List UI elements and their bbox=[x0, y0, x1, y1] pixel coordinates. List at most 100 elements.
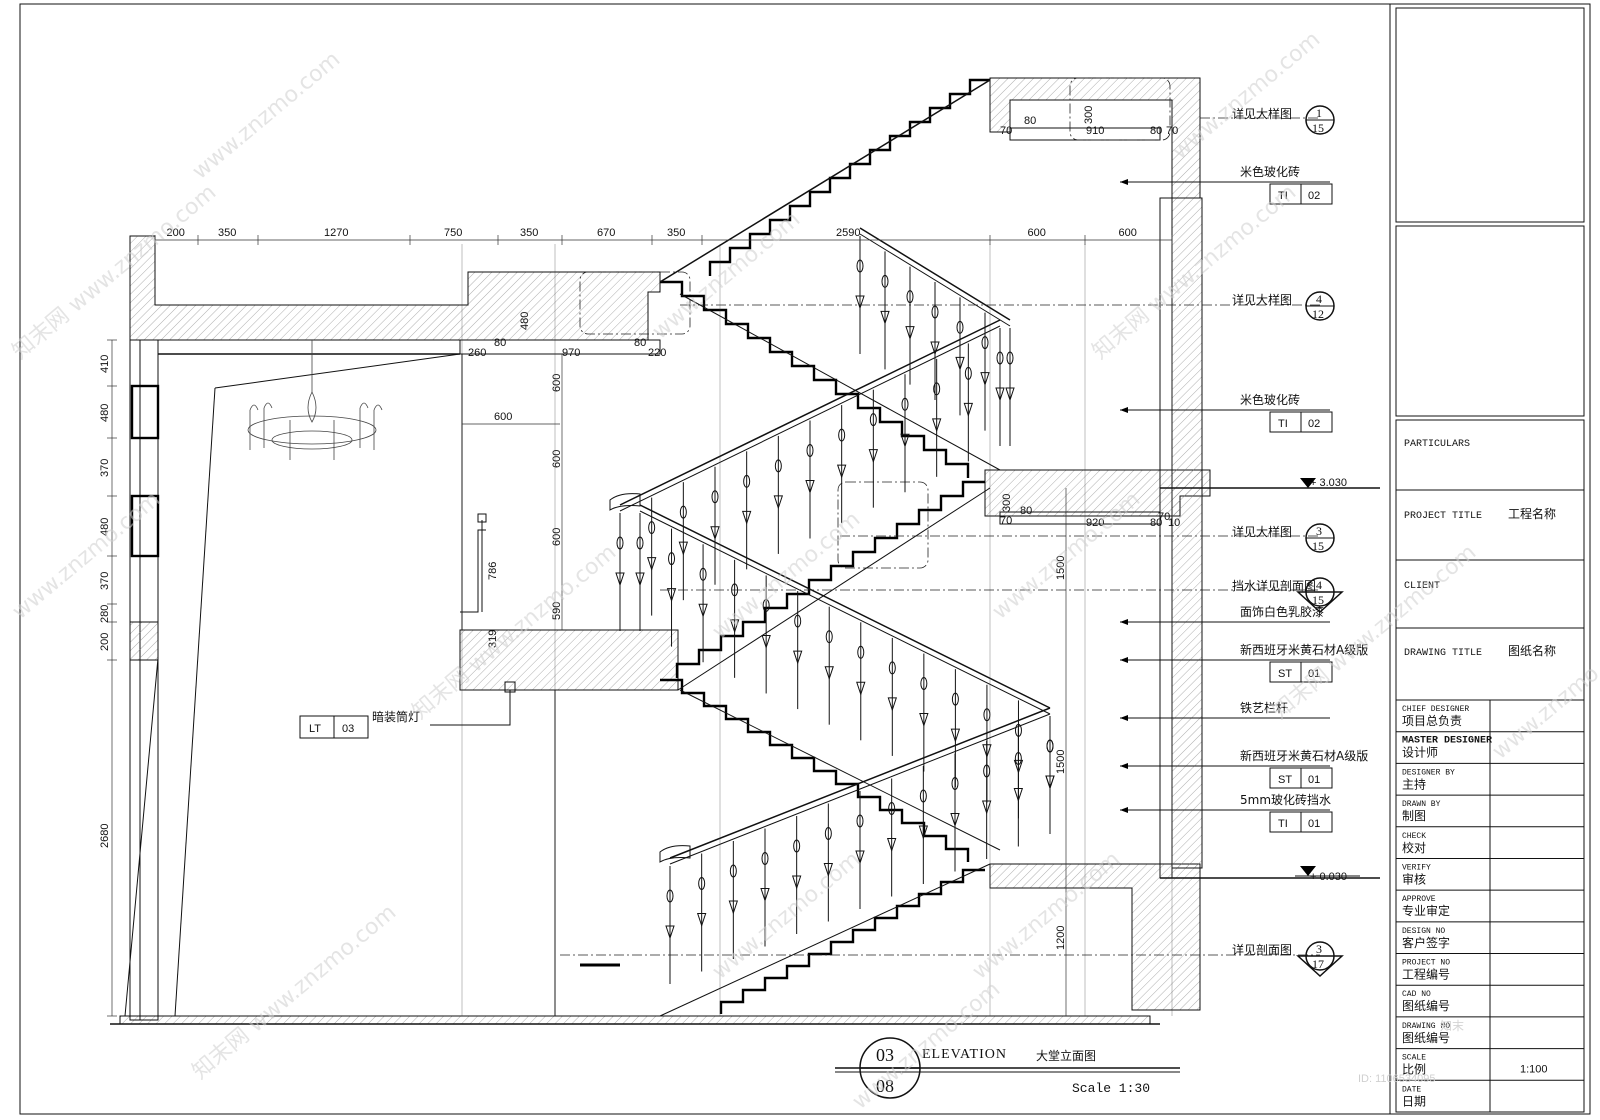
baluster-knob bbox=[774, 459, 782, 473]
dim-left-value: 480 bbox=[99, 404, 111, 422]
baluster-knob bbox=[869, 413, 877, 427]
level-upper: + 3.030 bbox=[1310, 477, 1347, 489]
tb-project-title-cn: 工程名称 bbox=[1508, 506, 1556, 521]
iron-railing bbox=[609, 227, 1055, 984]
tb-row-cn: 日期 bbox=[1402, 1094, 1426, 1108]
baluster-vase bbox=[919, 713, 929, 728]
baluster-vase bbox=[931, 418, 942, 433]
baluster-vase bbox=[678, 541, 689, 556]
drawing-label: ELEVATION bbox=[922, 1047, 1007, 1062]
handrail bbox=[619, 325, 1001, 512]
baluster-knob bbox=[1006, 351, 1014, 365]
dim-left-value: 280 bbox=[99, 605, 111, 623]
baluster-knob bbox=[648, 521, 656, 535]
baluster-vase bbox=[805, 480, 815, 495]
leader-arrow bbox=[1120, 807, 1128, 813]
tb-row-cn: 设计师 bbox=[1402, 746, 1438, 760]
baluster-knob bbox=[983, 764, 991, 778]
tb-row-cn: 图纸编号 bbox=[1402, 998, 1450, 1013]
tb-row-cn: 客户签字 bbox=[1402, 935, 1450, 950]
ceiling-dim: 80 bbox=[1150, 517, 1162, 529]
tb-row-en: DRAWN BY bbox=[1402, 800, 1441, 809]
baluster-vase bbox=[824, 666, 834, 681]
baluster-vase bbox=[698, 603, 708, 618]
handrail bbox=[619, 319, 1001, 506]
baluster-knob bbox=[981, 336, 989, 350]
dim-left-value: 410 bbox=[99, 355, 111, 373]
structure bbox=[110, 77, 1380, 1025]
baluster-vase bbox=[886, 838, 897, 853]
material-label: 新西班牙米黄石材A级版 bbox=[1240, 642, 1368, 657]
baluster-knob bbox=[711, 490, 719, 504]
watermark-text: www.znzmo.com bbox=[708, 507, 865, 645]
tb-row-cn: 图纸编号 bbox=[1402, 1030, 1450, 1045]
ceiling-dim: 920 bbox=[1086, 517, 1104, 529]
baluster-vase bbox=[855, 850, 865, 865]
leader-arrow bbox=[1120, 179, 1128, 185]
tb-row-en: CAD NO bbox=[1402, 990, 1431, 999]
baluster-vase bbox=[900, 433, 910, 448]
baluster-knob bbox=[668, 552, 676, 566]
ceiling-dim: 80 bbox=[634, 337, 646, 349]
level-marks: + 3.030 + 0.030 bbox=[1295, 477, 1360, 883]
dim-top-value: 2590 bbox=[836, 227, 860, 239]
tb-row-en: MASTER DESIGNER bbox=[1402, 736, 1492, 747]
baluster-knob bbox=[636, 536, 644, 550]
material-label: 5mm玻化砖挡水 bbox=[1240, 792, 1331, 807]
dim-top-value: 350 bbox=[218, 227, 236, 239]
baluster-knob bbox=[1046, 739, 1054, 753]
baluster-vase bbox=[905, 326, 915, 341]
drawing-title: 03 08 ELEVATION 大堂立面图 Scale 1:30 bbox=[835, 1037, 1180, 1099]
tb-row-en: CHIEF DESIGNER bbox=[1402, 705, 1469, 714]
callout-bottom: 17 bbox=[1312, 957, 1324, 971]
baluster-knob bbox=[951, 692, 959, 706]
callout-bottom: 15 bbox=[1312, 539, 1324, 553]
baluster-vase bbox=[1045, 775, 1055, 790]
baluster-vase bbox=[930, 341, 940, 356]
material-num: 01 bbox=[1308, 668, 1320, 680]
dim-left-value: 370 bbox=[99, 459, 111, 477]
inner-dim: 600 bbox=[551, 528, 563, 546]
tb-row-en: DATE bbox=[1402, 1085, 1421, 1094]
drawing-scale: Scale 1:30 bbox=[1072, 1081, 1150, 1096]
material-label: 米色玻化砖 bbox=[1240, 392, 1300, 407]
baluster-vase bbox=[950, 728, 961, 743]
baluster-vase bbox=[955, 356, 965, 371]
baluster-knob bbox=[857, 645, 865, 659]
light-code: LT bbox=[309, 723, 321, 735]
baluster-knob bbox=[964, 366, 972, 380]
ceiling-dim: 80 bbox=[1024, 115, 1036, 127]
tb-client: CLIENT bbox=[1404, 581, 1440, 592]
inner-dim: 786 bbox=[487, 562, 499, 580]
baluster-vase bbox=[635, 572, 645, 587]
baluster-knob bbox=[824, 827, 832, 840]
baluster-vase bbox=[710, 526, 720, 541]
dim-left-value: 2680 bbox=[99, 824, 111, 848]
ceiling-dim: 80 bbox=[1150, 125, 1162, 137]
material-label: 铁艺栏杆 bbox=[1240, 700, 1288, 715]
ceiling-dim: 80 bbox=[494, 337, 506, 349]
baluster-vase bbox=[950, 813, 960, 828]
handrail bbox=[859, 233, 1011, 327]
tb-row-cn: 审核 bbox=[1402, 871, 1426, 886]
baluster-vase bbox=[856, 681, 866, 696]
material-num: 01 bbox=[1308, 818, 1320, 830]
tb-row-en: APPROVE bbox=[1402, 895, 1436, 904]
handrail bbox=[669, 713, 1051, 865]
material-label: 米色玻化砖 bbox=[1240, 164, 1300, 179]
baluster-vase bbox=[729, 619, 740, 634]
baluster-vase bbox=[1013, 788, 1024, 803]
watermark-logo: 知末 bbox=[1440, 1019, 1464, 1033]
baluster-vase bbox=[887, 697, 898, 712]
newel-cap bbox=[609, 493, 641, 511]
baluster-knob bbox=[920, 677, 928, 691]
baluster-knob bbox=[806, 444, 814, 457]
baluster-knob bbox=[1014, 752, 1022, 765]
ceiling-dim: 80 bbox=[1020, 505, 1032, 517]
baluster-vase bbox=[963, 402, 974, 417]
baluster-vase bbox=[646, 557, 657, 572]
callout-top: 3 bbox=[1316, 942, 1322, 956]
baluster-knob bbox=[679, 505, 687, 519]
baluster-vase bbox=[880, 310, 890, 325]
tb-row-en: DRAWING NO bbox=[1402, 1022, 1450, 1031]
